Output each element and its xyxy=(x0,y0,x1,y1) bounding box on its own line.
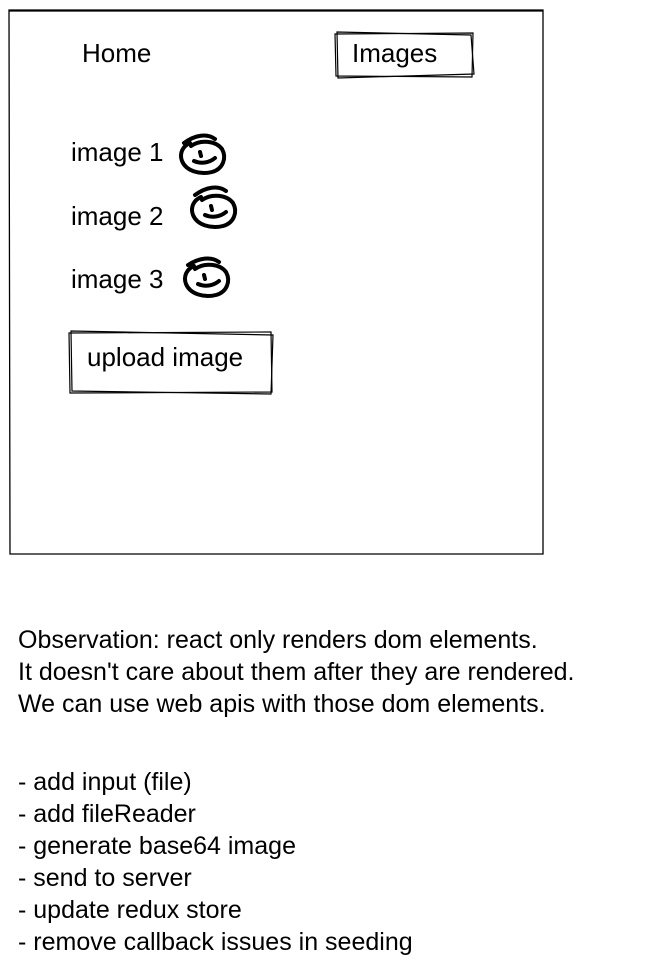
todo-item: - send to server xyxy=(18,864,192,892)
smiley-face-icon xyxy=(190,185,238,229)
observation-line: We can use web apis with those dom eleme… xyxy=(18,690,546,718)
todo-list: - add input (file) - add fileReader - ge… xyxy=(18,766,413,958)
todo-item: - remove callback issues in seeding xyxy=(18,928,413,956)
nav-images-label: Images xyxy=(352,38,438,68)
image-list-item: image 2 xyxy=(71,201,164,231)
upload-button-box xyxy=(68,330,274,395)
todo-item: - update redux store xyxy=(18,896,242,924)
smiley-face-icon xyxy=(179,133,227,175)
nav-images-tab[interactable] xyxy=(335,32,474,78)
todo-item: - generate base64 image xyxy=(18,832,296,860)
image-list-item: image 3 xyxy=(71,264,164,294)
wireframe-frame xyxy=(8,9,544,555)
observation-line: It doesn't care about them after they ar… xyxy=(18,658,575,686)
image-list-item: image 1 xyxy=(71,137,164,167)
todo-item: - add fileReader xyxy=(18,800,196,828)
images-nav-box xyxy=(334,31,475,79)
todo-item: - add input (file) xyxy=(18,768,192,796)
observation-note: Observation: react only renders dom elem… xyxy=(18,624,575,720)
upload-image-label: upload image xyxy=(87,342,244,372)
smiley-face-icon xyxy=(183,256,231,298)
observation-line: Observation: react only renders dom elem… xyxy=(18,626,538,654)
nav-home-link[interactable] xyxy=(74,32,166,74)
upload-image-button[interactable] xyxy=(69,331,273,394)
nav-home-label: Home xyxy=(82,38,152,68)
